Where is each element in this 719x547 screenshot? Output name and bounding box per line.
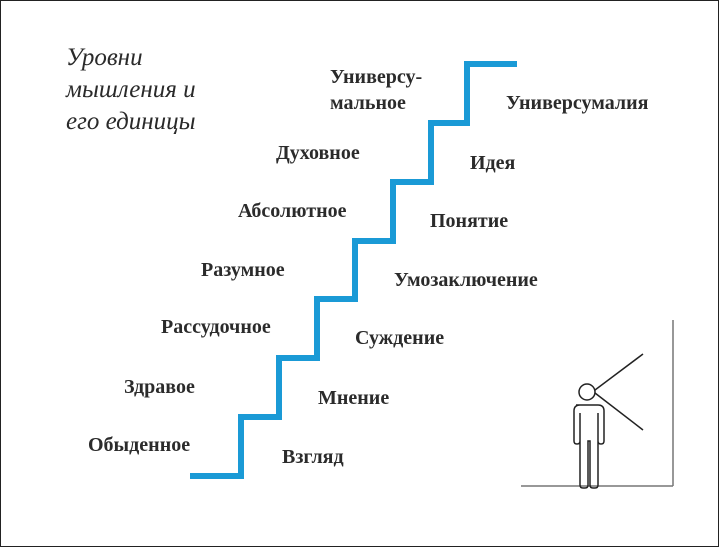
level-label: Обыденное <box>88 434 191 456</box>
observer-figure <box>521 320 674 489</box>
stair-line <box>190 61 517 479</box>
title-line: мышления и <box>66 76 196 103</box>
unit-label: Идея <box>470 152 516 174</box>
diagram-title: Уровни мышления и его единицы <box>66 42 196 138</box>
title-line: его единицы <box>66 108 196 135</box>
view-ray-up <box>594 353 644 391</box>
person-head <box>578 383 596 401</box>
title-line: Уровни <box>66 44 143 71</box>
level-label: Духовное <box>276 142 360 164</box>
unit-label: Понятие <box>430 210 509 232</box>
unit-label: Универсумалия <box>506 92 649 114</box>
person-body <box>573 404 605 489</box>
level-label: Рассудочное <box>161 316 271 338</box>
level-label: мальное <box>330 92 406 114</box>
unit-label: Умозаключение <box>394 269 538 291</box>
level-label: Разумное <box>201 259 285 281</box>
level-label: Абсолютное <box>238 200 347 222</box>
unit-label: Суждение <box>355 327 445 349</box>
level-label: Здравое <box>124 376 195 398</box>
unit-label: Взгляд <box>282 446 344 468</box>
unit-label: Мнение <box>318 387 390 409</box>
view-ray-down <box>594 392 644 431</box>
level-label: Универсу- <box>330 66 423 88</box>
